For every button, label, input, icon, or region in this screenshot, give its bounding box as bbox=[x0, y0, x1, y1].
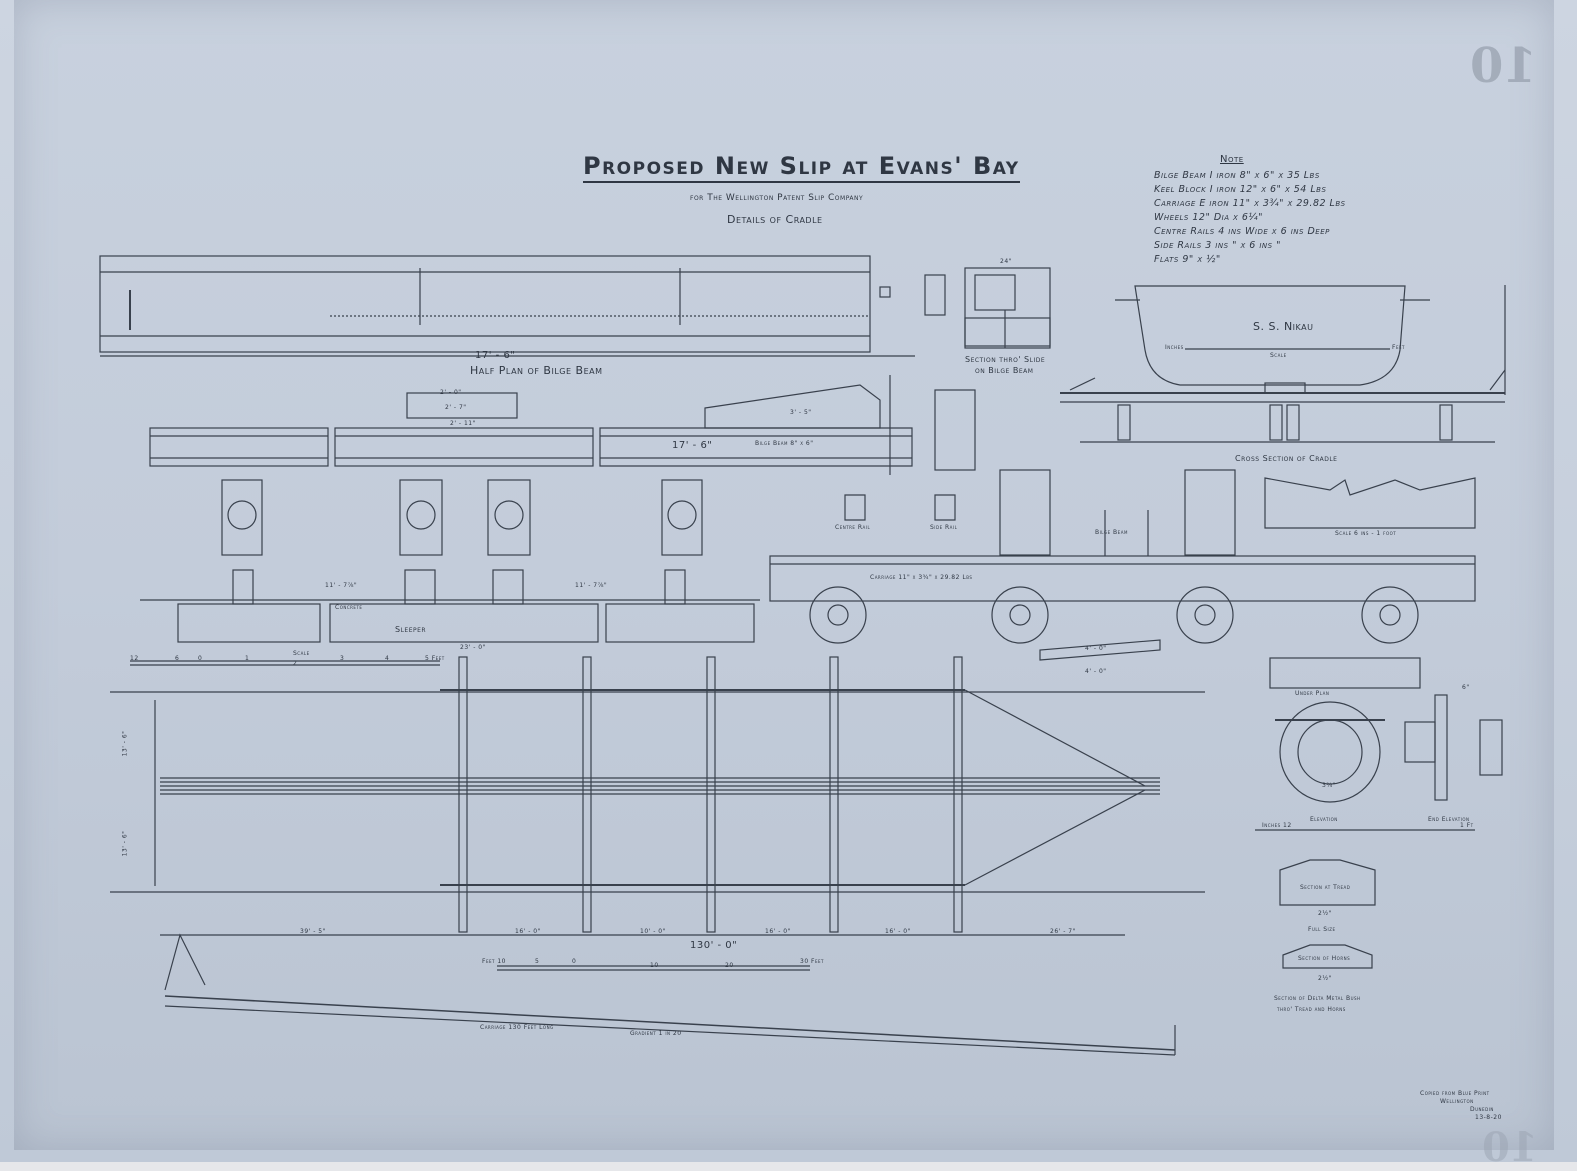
caption-scale-left: Scale bbox=[293, 650, 310, 657]
caption-section-at-tread: Section at Tread bbox=[1300, 884, 1351, 891]
scale-elev-tick: Inches 12 bbox=[1262, 822, 1292, 829]
half-plan-bilge-beam bbox=[99, 255, 915, 357]
paper-surface bbox=[14, 0, 1554, 1150]
caption-scale-6ins: Scale 6 ins - 1 foot bbox=[1335, 530, 1397, 537]
cross-section-cradle bbox=[1264, 477, 1476, 529]
dim-26-7: 26' - 7" bbox=[1050, 928, 1076, 935]
dim-2-11: 2' - 11" bbox=[450, 420, 476, 427]
caption-sleeper: Sleeper bbox=[395, 625, 427, 634]
dim-130-0: 130' - 0" bbox=[690, 940, 738, 951]
dim-3-4: 3¾" bbox=[1322, 782, 1336, 789]
scale-left-tick: 0 bbox=[198, 655, 203, 662]
dim-39-5: 39' - 5" bbox=[300, 928, 326, 935]
caption-ship-scale: Scale bbox=[1270, 352, 1287, 359]
note-line: Carriage E iron 11" x 3¾" x 29.82 Lbs bbox=[1154, 198, 1346, 209]
imprint-line: Wellington bbox=[1440, 1098, 1474, 1105]
scale-left-tick: 3 bbox=[340, 655, 345, 662]
caption-section-delta: Section of Delta Metal Bush bbox=[1274, 995, 1361, 1002]
dim-2-7: 2' - 7" bbox=[445, 404, 467, 411]
caption-carriage: Carriage 11" x 3¾" x 29.82 Lbs bbox=[870, 574, 973, 581]
dim-11-7a: 11' - 7⅞" bbox=[325, 582, 358, 589]
dim-4-0a: 4' - 0" bbox=[1085, 645, 1107, 652]
scale-left-tick: 2 bbox=[293, 660, 298, 667]
caption-gradient: Gradient 1 in 20 bbox=[630, 1030, 682, 1037]
drawing-title: Proposed New Slip at Evans' Bay bbox=[583, 152, 1020, 183]
scale-bottom-tick: 10 bbox=[650, 962, 659, 969]
caption-carriage-130: Carriage 130 Feet Long bbox=[480, 1024, 554, 1031]
scale-bottom-tick: Feet 10 bbox=[482, 958, 506, 965]
scale-left-tick: 12 bbox=[130, 655, 139, 662]
dim-16-0b: 16' - 0" bbox=[765, 928, 791, 935]
note-line: Keel Block I iron 12" x 6" x 54 Lbs bbox=[1154, 184, 1327, 195]
caption-thro-tread: thro' Tread and Horns bbox=[1277, 1006, 1346, 1013]
caption-bilge-beam: Bilge Beam bbox=[1095, 529, 1128, 536]
caption-half-plan: Half Plan of Bilge Beam bbox=[470, 364, 603, 377]
scale-bottom-tick: 0 bbox=[572, 958, 577, 965]
caption-elevation: Elevation bbox=[1310, 816, 1338, 823]
dim-2-half-a: 2½" bbox=[1318, 910, 1332, 917]
caption-on-bilge-beam: on Bilge Beam bbox=[975, 366, 1034, 375]
scale-bar-bottom bbox=[497, 965, 810, 971]
scale-left-tick: 1 bbox=[245, 655, 250, 662]
scale-bottom-tick: 30 Feet bbox=[800, 958, 824, 965]
dim-13-6b: 13' - 6" bbox=[121, 830, 129, 857]
caption-bilge-beam-8x6: Bilge Beam 8" x 6" bbox=[755, 440, 814, 447]
note-line: Wheels 12" Dia x 6¼" bbox=[1154, 212, 1263, 223]
dim-24: 24" bbox=[1000, 258, 1012, 265]
dim-4-0b: 4' - 0" bbox=[1085, 668, 1107, 675]
section-thro-slide bbox=[924, 267, 1051, 349]
caption-section-slide: Section thro' Slide bbox=[965, 355, 1046, 364]
caption-ship: S. S. Nikau bbox=[1253, 320, 1314, 333]
slip-gradient-elevation bbox=[164, 933, 1176, 1056]
imprint-line: Copied from Blue Print bbox=[1420, 1090, 1490, 1097]
caption-side-rail: Side Rail bbox=[930, 524, 958, 531]
scale-left-tick: 5 Feet bbox=[425, 655, 445, 662]
drawing-subtitle-details: Details of Cradle bbox=[727, 213, 823, 226]
caption-under-plan: Under Plan bbox=[1295, 690, 1330, 697]
scale-left-tick: 4 bbox=[385, 655, 390, 662]
dim-16-0a: 16' - 0" bbox=[515, 928, 541, 935]
dim-6: 6" bbox=[1462, 684, 1470, 691]
wheel-details bbox=[1255, 657, 1503, 969]
dim-23-0: 23' - 0" bbox=[460, 644, 486, 651]
scale-elev-tick: 1 Ft bbox=[1460, 822, 1474, 829]
note-line: Side Rails 3 ins " x 6 ins " bbox=[1154, 240, 1281, 251]
slip-plan bbox=[110, 656, 1205, 936]
note-line: Flats 9" x ½" bbox=[1154, 254, 1221, 265]
caption-ship-inches: Inches bbox=[1165, 344, 1184, 351]
dim-17-6-top: 17' - 6" bbox=[475, 350, 516, 361]
dim-11-7b: 11' - 7⅞" bbox=[575, 582, 608, 589]
dim-2-half-b: 2½" bbox=[1318, 975, 1332, 982]
caption-section-of-horns: Section of Horns bbox=[1298, 955, 1351, 962]
scale-bottom-tick: 20 bbox=[725, 962, 734, 969]
caption-full-size: Full Size bbox=[1308, 926, 1336, 933]
caption-concrete: Concrete bbox=[335, 604, 363, 611]
dim-10-0: 10' - 0" bbox=[640, 928, 666, 935]
scale-left-tick: 6 bbox=[175, 655, 180, 662]
note-line: Bilge Beam I iron 8" x 6" x 35 Lbs bbox=[1154, 170, 1320, 181]
imprint-line: Dunedin bbox=[1470, 1106, 1494, 1113]
dim-2-0: 2' - 0" bbox=[440, 389, 462, 396]
dim-16-0c: 16' - 0" bbox=[885, 928, 911, 935]
carriage-elevation bbox=[769, 389, 1476, 661]
drawing-subtitle: for The Wellington Patent Slip Company bbox=[690, 193, 864, 203]
caption-ship-feet: Feet bbox=[1392, 344, 1405, 351]
scale-bottom-tick: 5 bbox=[535, 958, 540, 965]
bilge-beam-sections bbox=[140, 375, 913, 643]
note-heading: Note bbox=[1220, 154, 1244, 165]
caption-end-elevation: End Elevation bbox=[1428, 816, 1470, 823]
dim-17-6-mid: 17' - 6" bbox=[672, 440, 713, 451]
scale-bar-left bbox=[130, 660, 440, 666]
dim-3-5: 3' - 5" bbox=[790, 409, 812, 416]
note-line: Centre Rails 4 ins Wide x 6 ins Deep bbox=[1154, 226, 1330, 237]
caption-centre-rail: Centre Rail bbox=[835, 524, 871, 531]
ship-nikau bbox=[1060, 285, 1506, 443]
dim-13-6a: 13' - 6" bbox=[121, 730, 129, 757]
imprint-line: 13-8-20 bbox=[1475, 1114, 1502, 1121]
caption-cross-section: Cross Section of Cradle bbox=[1235, 454, 1338, 463]
